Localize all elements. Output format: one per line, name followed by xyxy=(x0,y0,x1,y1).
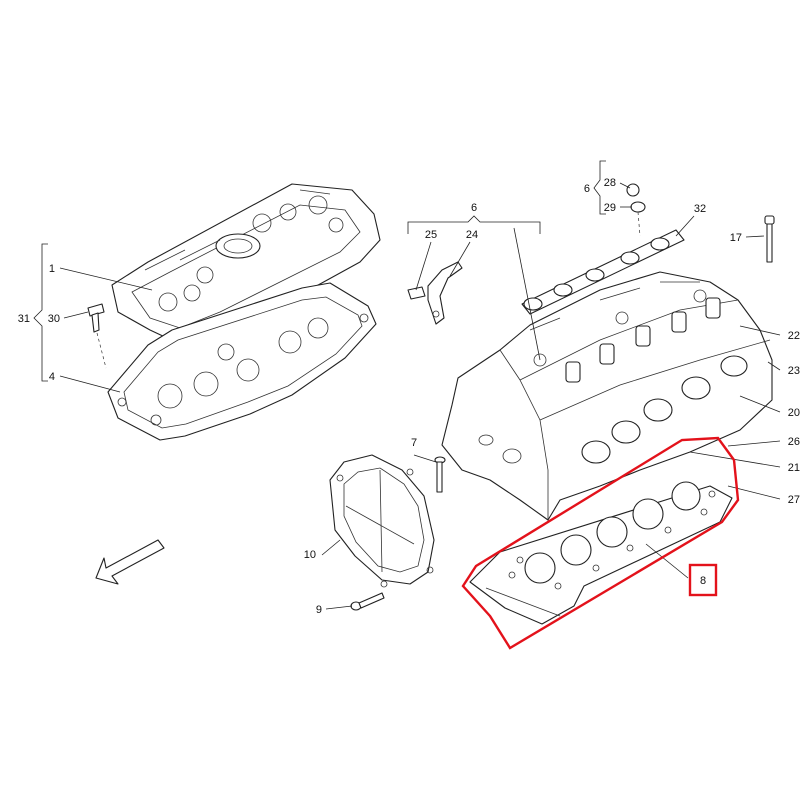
callout-28: 28 xyxy=(604,177,616,189)
callout-31: 31 xyxy=(18,313,30,325)
bracket-24-25[interactable] xyxy=(407,261,463,325)
callout-26: 26 xyxy=(788,436,800,448)
callout-6-upper: 6 xyxy=(584,183,590,195)
callout-labels: 1 4 30 31 6 28 29 32 17 6 25 24 22 23 20… xyxy=(18,177,800,616)
stud-part-17[interactable] xyxy=(764,215,775,263)
callout-17: 17 xyxy=(730,232,742,244)
screw-part-30[interactable] xyxy=(87,303,107,369)
callout-30: 30 xyxy=(48,313,60,325)
bolt-part-9[interactable] xyxy=(350,592,385,611)
bolt-part-7[interactable] xyxy=(434,456,446,493)
plug-28-29[interactable] xyxy=(626,183,646,237)
timing-cover[interactable] xyxy=(329,454,435,588)
callout-29: 29 xyxy=(604,202,616,214)
camshaft-seals[interactable] xyxy=(521,229,685,315)
callout-32: 32 xyxy=(694,203,706,215)
direction-arrow xyxy=(95,539,165,585)
leader-lines xyxy=(59,182,781,610)
callout-10: 10 xyxy=(304,549,316,561)
callout-27: 27 xyxy=(788,494,800,506)
callout-4: 4 xyxy=(49,371,55,383)
callout-1: 1 xyxy=(49,263,55,275)
callout-21: 21 xyxy=(788,462,800,474)
callout-8: 8 xyxy=(700,575,706,587)
head-gasket-highlight-outline xyxy=(461,436,740,650)
callout-22: 22 xyxy=(788,330,800,342)
group-brackets xyxy=(33,160,606,382)
callout-25: 25 xyxy=(425,229,437,241)
head-gasket[interactable] xyxy=(469,481,733,625)
callout-23: 23 xyxy=(788,365,800,377)
callout-24: 24 xyxy=(466,229,478,241)
callout-20: 20 xyxy=(788,407,800,419)
valve-cover[interactable] xyxy=(111,183,381,346)
cylinder-head[interactable] xyxy=(441,271,773,521)
callout-7: 7 xyxy=(411,437,417,449)
callout-8-highlight-box xyxy=(688,563,718,597)
callout-6: 6 xyxy=(471,202,477,214)
callout-9: 9 xyxy=(316,604,322,616)
valve-cover-gasket[interactable] xyxy=(107,282,377,441)
